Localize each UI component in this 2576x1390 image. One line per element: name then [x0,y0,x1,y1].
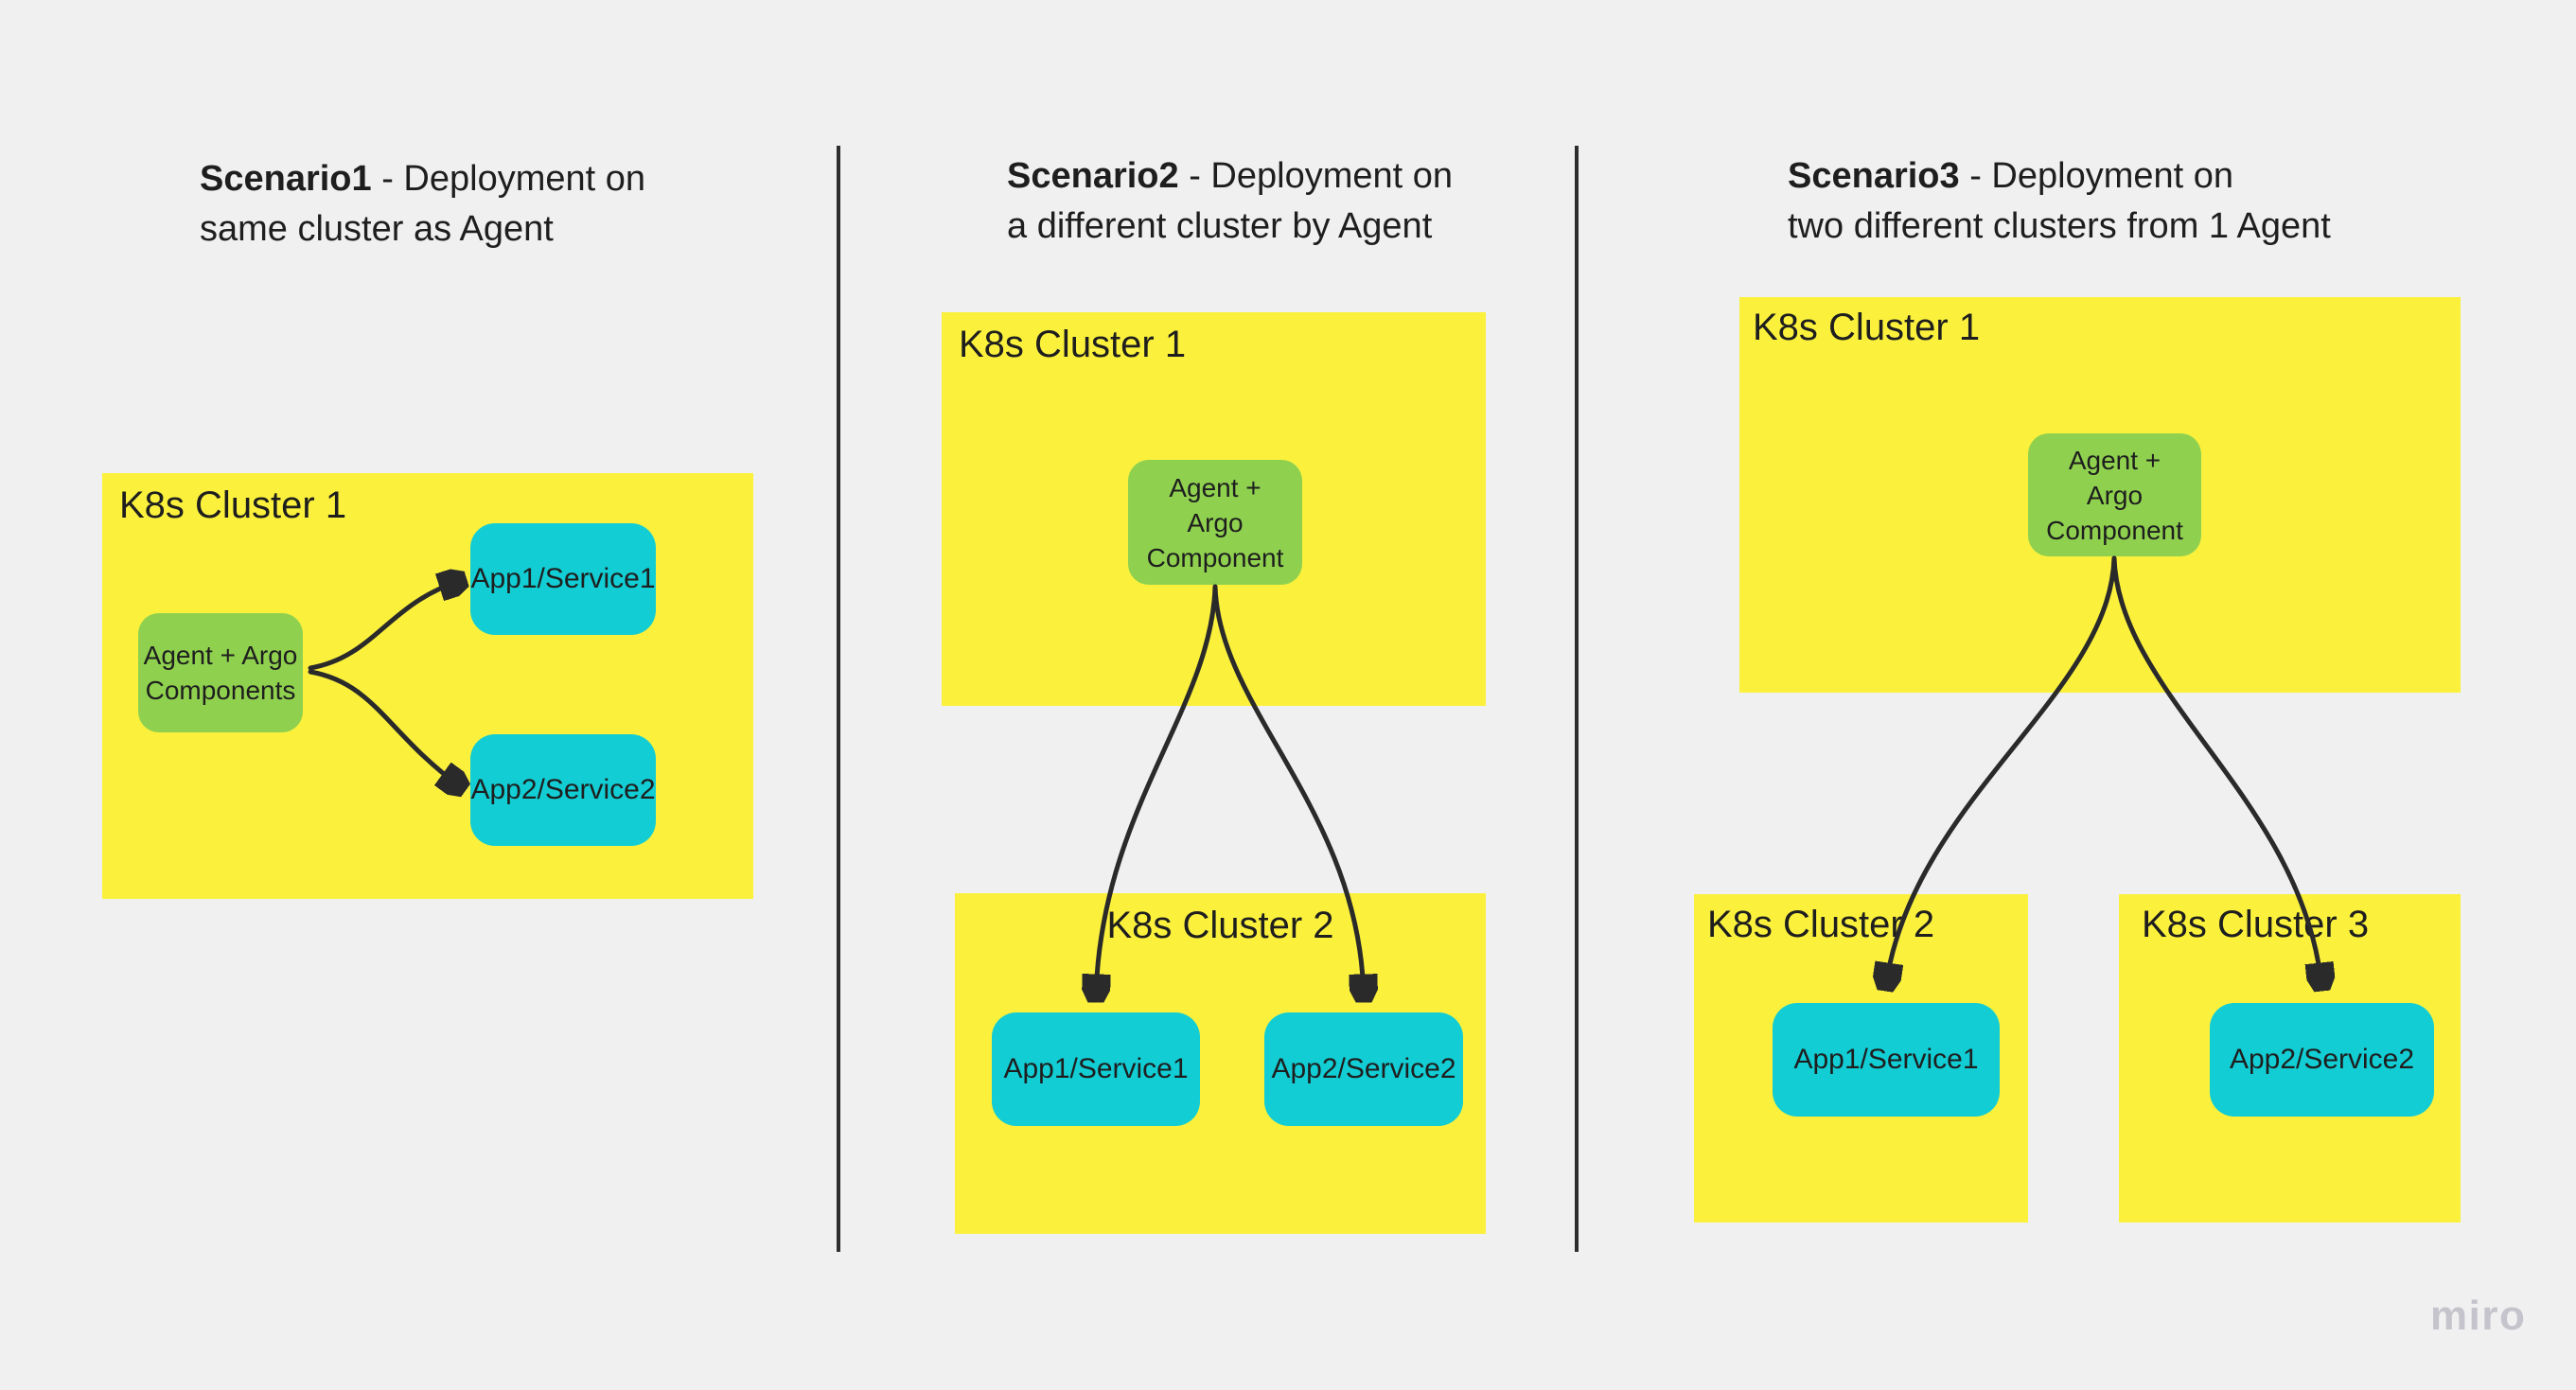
cluster-label: K8s Cluster 2 [1106,905,1334,946]
scenario-3-app1-node[interactable]: App1/Service1 [1773,1003,2000,1117]
scenario-1-title-line1: Scenario1 - Deployment on [200,159,646,199]
column-divider-1[interactable] [837,146,840,1252]
column-divider-2[interactable] [1575,146,1579,1252]
scenario-1-title-line2: same cluster as Agent [200,209,554,249]
scenario-2-app2-node[interactable]: App2/Service2 [1264,1012,1463,1126]
cluster-label: K8s Cluster 1 [119,484,347,526]
scenario-1-agent-node[interactable]: Agent + Argo Components [138,613,303,732]
scenario-2-app1-node[interactable]: App1/Service1 [992,1012,1200,1126]
scenario-1-title: Scenario1 - Deployment on same cluster a… [200,154,645,255]
scenario-1-app2-node[interactable]: App2/Service2 [470,734,656,846]
scenario-2-title: Scenario2 - Deployment on a different cl… [1007,151,1453,252]
scenario-3-app2-node[interactable]: App2/Service2 [2210,1003,2434,1117]
scenario-3-title-line1: Scenario3 - Deployment on [1788,156,2234,196]
cluster-label: K8s Cluster 3 [2142,904,2370,945]
scenario-1-app1-node[interactable]: App1/Service1 [470,523,656,635]
miro-logo: miro [2430,1293,2527,1339]
cluster-label: K8s Cluster 2 [1707,904,1935,945]
scenario-2-title-line2: a different cluster by Agent [1007,206,1433,246]
scenario-2-agent-node[interactable]: Agent + Argo Component [1128,460,1302,585]
scenario-3-agent-node[interactable]: Agent + Argo Component [2028,433,2201,556]
cluster-label: K8s Cluster 1 [959,324,1187,365]
cluster-label: K8s Cluster 1 [1753,307,1981,348]
scenario-3-title: Scenario3 - Deployment on two different … [1788,151,2331,252]
scenario-2-title-line1: Scenario2 - Deployment on [1007,156,1454,196]
scenario-3-title-line2: two different clusters from 1 Agent [1788,206,2331,246]
